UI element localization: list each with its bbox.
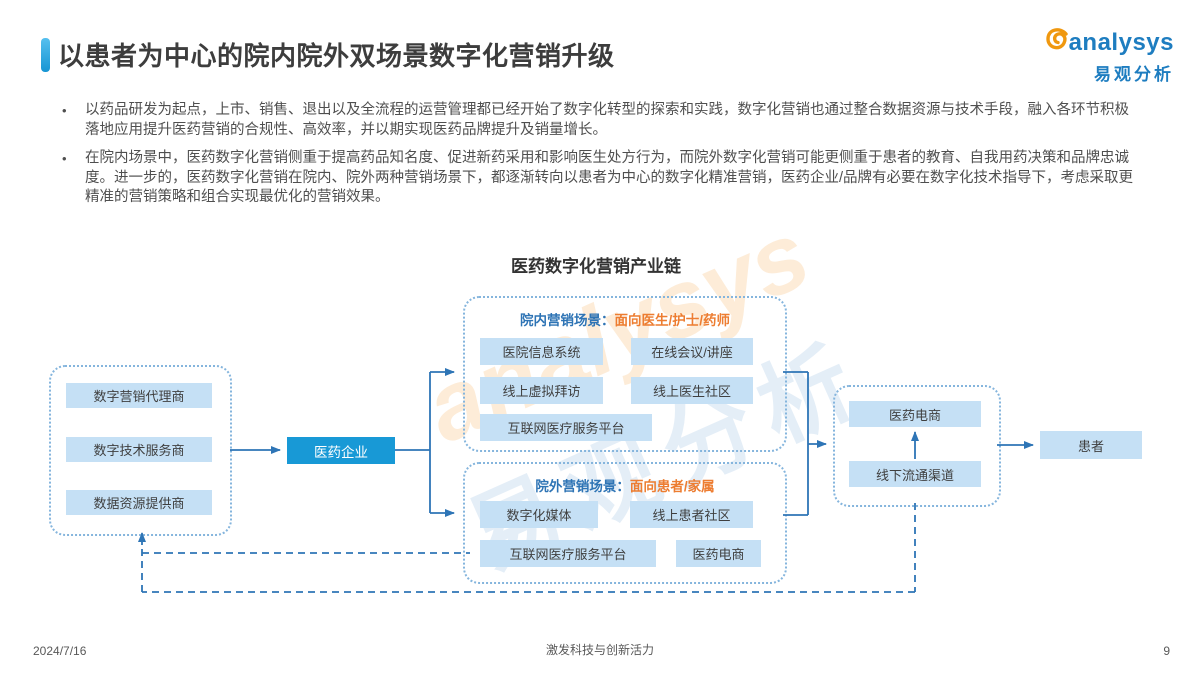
out-hospital-box: 数字化媒体 bbox=[480, 501, 598, 528]
footer-slogan: 激发科技与创新活力 bbox=[545, 643, 654, 657]
in-hospital-box: 在线会议/讲座 bbox=[631, 338, 753, 365]
in-hospital-group-border: 院内营销场景：面向医生/护士/药师 bbox=[463, 296, 787, 452]
logo-swirl-icon bbox=[1044, 26, 1076, 59]
out-hospital-group-border: 院外营销场景：面向患者/家属 bbox=[463, 462, 787, 584]
out-hospital-header: 院外营销场景：面向患者/家属 bbox=[465, 475, 785, 495]
logo-brand-cn: 易观分析 bbox=[1094, 65, 1174, 84]
out-hospital-box: 医药电商 bbox=[676, 540, 761, 567]
distribution-box: 线下流通渠道 bbox=[849, 461, 981, 487]
bullet-text: 在院内场景中，医药数字化营销侧重于提高药品知名度、促进新药采用和影响医生处方行为… bbox=[85, 150, 1134, 205]
out-hospital-box: 线上患者社区 bbox=[630, 501, 753, 528]
in-hospital-box: 线上医生社区 bbox=[631, 377, 753, 404]
supplier-box: 数字营销代理商 bbox=[66, 383, 212, 408]
out-hospital-box: 互联网医疗服务平台 bbox=[480, 540, 656, 567]
analysys-logo: analysys 易观分析 bbox=[1044, 26, 1174, 85]
in-hospital-box: 互联网医疗服务平台 bbox=[480, 414, 652, 441]
in-hospital-box: 线上虚拟拜访 bbox=[480, 377, 603, 404]
bullet-item: 在院内场景中，医药数字化营销侧重于提高药品知名度、促进新药采用和影响医生处方行为… bbox=[62, 149, 1142, 208]
pharma-company-box: 医药企业 bbox=[287, 437, 395, 464]
page-title: 以患者为中心的院内院外双场景数字化营销升级 bbox=[58, 41, 615, 71]
footer-page-number: 9 bbox=[1163, 644, 1170, 658]
logo-brand-text: analysys bbox=[1068, 28, 1174, 56]
diagram-title: 医药数字化营销产业链 bbox=[511, 257, 681, 276]
supplier-box: 数据资源提供商 bbox=[66, 490, 212, 515]
in-hospital-title: 院内营销场景： bbox=[519, 313, 615, 328]
bullet-list: 以药品研发为起点，上市、销售、退出以及全流程的运营管理都已经开始了数字化转型的探… bbox=[62, 101, 1142, 217]
in-hospital-box: 医院信息系统 bbox=[480, 338, 603, 365]
supplier-box: 数字技术服务商 bbox=[66, 437, 212, 462]
in-hospital-header: 院内营销场景：面向医生/护士/药师 bbox=[465, 309, 785, 329]
in-hospital-audience: 面向医生/护士/药师 bbox=[614, 313, 730, 328]
bullet-dot bbox=[62, 101, 85, 140]
bullet-text: 以药品研发为起点，上市、销售、退出以及全流程的运营管理都已经开始了数字化转型的探… bbox=[85, 102, 1129, 138]
title-accent-bar bbox=[41, 38, 50, 72]
bullet-dot bbox=[62, 149, 85, 208]
distribution-group-border bbox=[833, 385, 1001, 507]
footer-date: 2024/7/16 bbox=[33, 644, 87, 658]
out-hospital-title: 院外营销场景： bbox=[535, 479, 630, 494]
out-hospital-audience: 面向患者/家属 bbox=[629, 479, 715, 494]
bullet-item: 以药品研发为起点，上市、销售、退出以及全流程的运营管理都已经开始了数字化转型的探… bbox=[62, 101, 1142, 140]
patient-box: 患者 bbox=[1040, 431, 1142, 459]
distribution-box: 医药电商 bbox=[849, 401, 981, 427]
